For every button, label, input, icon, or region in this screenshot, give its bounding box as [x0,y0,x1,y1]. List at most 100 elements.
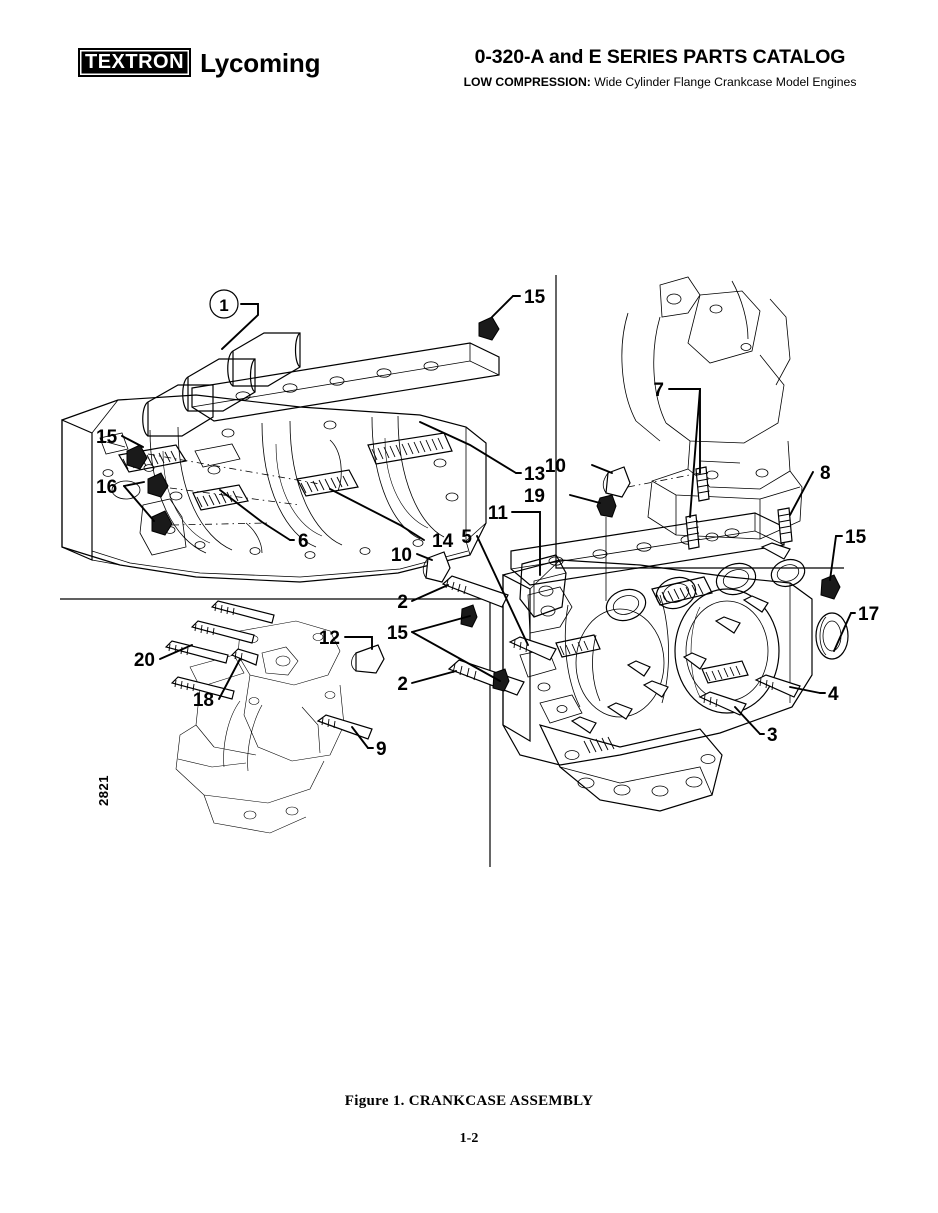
drawing-number: 2821 [96,775,111,806]
callout-label: 15 [387,623,409,644]
callout-15-top[interactable]: 15 [512,287,546,308]
left-crankcase-half [61,332,500,583]
callout-label: 10 [545,456,566,477]
right-case-cylinder-openings [605,558,806,622]
callout-12[interactable]: 12 [319,628,340,649]
left-case-main-bores [162,437,429,544]
callout-label: 6 [298,531,309,552]
inset-stud-7b [685,514,700,550]
callout-15-mid[interactable]: 15 [387,623,409,644]
callout-2-lower[interactable]: 2 [397,674,408,695]
left-case-parting-flange [191,342,500,422]
part-dowel-15-mid-b [492,668,510,692]
callout-15-right[interactable]: 15 [835,527,867,548]
inset-lower-left [60,598,491,867]
inset-stud-20b [190,620,255,644]
callout-20[interactable]: 20 [134,650,155,671]
cyl-bore-4 [770,558,806,588]
callout-10-lower[interactable]: 10 [391,545,412,566]
left-case-hatch-2 [192,484,249,511]
inset-stud-20a [164,640,229,664]
left-case-top-bosses [142,332,301,437]
page-number: 1-2 [459,1131,479,1146]
part-dowel-16-b [151,510,173,536]
right-case-hatch-a [651,576,713,606]
part-plug-10-lower [422,551,451,583]
callout-10-upper[interactable]: 10 [545,456,566,477]
callout-13[interactable]: 13 [515,464,545,485]
right-crankcase-half [502,512,813,812]
callout-14[interactable]: 14 [432,531,454,552]
part-oil-seal-17 [815,612,849,660]
callout-label: 15 [96,427,118,448]
left-case-hatch-3 [296,469,359,497]
callout-label: 14 [432,531,454,552]
callout-label: 9 [376,739,387,760]
callout-label: 5 [461,527,472,548]
right-case-sump-pad [538,724,723,812]
document-subtitle: LOW COMPRESSION: Wide Cylinder Flange Cr… [420,75,900,89]
part-plug-10-upper [602,466,631,498]
callout-5[interactable]: 5 [461,527,472,548]
callout-15-left[interactable]: 15 [96,427,118,448]
callout-label: 2 [397,592,408,613]
callout-label: 3 [767,725,778,746]
callout-label: 4 [828,684,839,705]
callout-label: 13 [524,464,545,485]
callout-9[interactable]: 9 [367,739,387,760]
part-lug-11 [519,554,567,618]
callout-4[interactable]: 4 [819,684,839,705]
inset-stud-18 [230,648,259,666]
callout-label: 2 [397,674,408,695]
callout-label: 1 [219,296,228,315]
right-case-hatch-c [701,660,749,684]
callout-17[interactable]: 17 [850,604,879,625]
callout-label: 7 [653,380,664,401]
exploded-assembly-figure: 1 15 15 16 6 13 [0,255,938,895]
callout-1[interactable]: 1 [209,289,239,319]
right-case-parting-flange [510,512,785,586]
callout-label: 10 [391,545,412,566]
callout-label: 15 [524,287,546,308]
callout-19[interactable]: 19 [524,486,545,507]
brand-logo: TEXTRON Lycoming [78,48,320,77]
part-stud-2-upper [441,575,509,608]
callout-11[interactable]: 11 [488,503,509,524]
callout-label: 8 [820,463,831,484]
part-flange-studs [570,542,791,734]
callout-7[interactable]: 7 [653,380,664,401]
part-stud-2-lower [447,659,525,696]
callout-label: 18 [193,690,214,711]
callout-numbers: 1 15 15 16 6 13 [96,287,879,760]
cyl-bore-3 [715,562,757,596]
callout-18[interactable]: 18 [193,690,214,711]
part-dowel-15-right [820,574,841,600]
callout-label: 19 [524,486,545,507]
callout-label: 11 [488,503,509,524]
left-case-hatch-4 [367,432,453,465]
callout-6[interactable]: 6 [289,531,309,552]
inset-accessory-housing [621,276,803,542]
callout-8[interactable]: 8 [820,463,831,484]
part-stud-3 [698,691,747,716]
document-title: 0-320-A and E SERIES PARTS CATALOG [474,46,846,68]
callout-16[interactable]: 16 [96,477,117,498]
callout-label: 20 [134,650,155,671]
inset-stud-9 [316,714,373,740]
inset-stud-7a [695,466,710,502]
page-header: TEXTRON Lycoming 0-320-A and E SERIES PA… [0,0,938,110]
part-stud-4 [754,674,801,698]
inset-stud-20c [170,676,235,700]
callout-2-upper[interactable]: 2 [397,592,408,613]
left-case-bottom-flange [91,550,469,578]
lycoming-wordmark: Lycoming [200,47,321,78]
left-case-bearing-webs [149,415,445,554]
document-title-block: 0-320-A and E SERIES PARTS CATALOG LOW C… [420,46,900,89]
figure-caption: Figure 1. CRANKCASE ASSEMBLY [344,1093,594,1109]
right-case-hatch-b [555,634,601,658]
callout-3[interactable]: 3 [759,725,778,746]
cyl-bore-1 [605,588,647,622]
inset-plug-12 [351,644,385,674]
part-dowel-15-top [478,316,500,341]
